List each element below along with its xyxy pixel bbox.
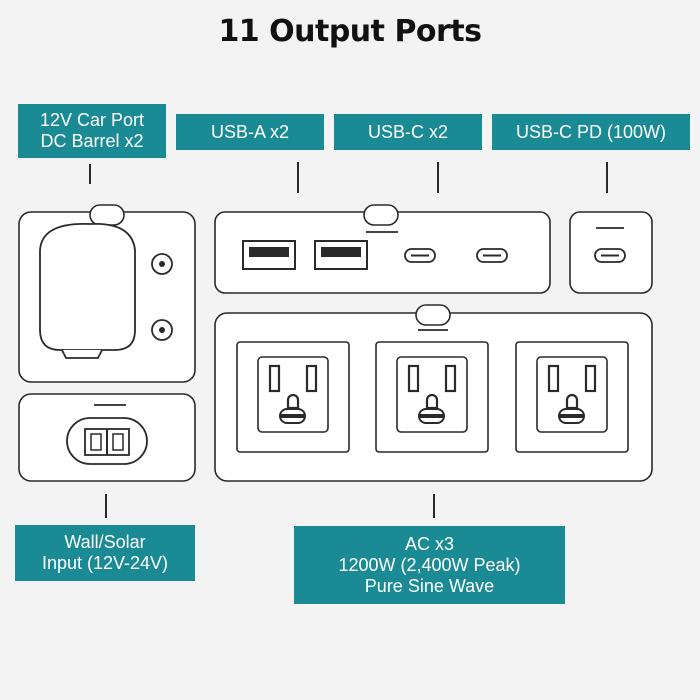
label-wall-solar-line2: Input (12V-24V) xyxy=(41,553,169,573)
label-car-port-line2: DC Barrel x2 xyxy=(40,131,144,151)
label-usb-c: USB-C x2 xyxy=(334,114,482,150)
label-wall-solar: Wall/Solar Input (12V-24V) xyxy=(15,525,195,581)
diagram-title: 11 Output Ports xyxy=(218,14,482,49)
label-usb-a-line1: USB-A x2 xyxy=(210,121,290,142)
label-usb-c-line1: USB-C x2 xyxy=(367,121,448,142)
car-socket-cover-icon xyxy=(39,223,136,359)
usb-panel xyxy=(214,204,551,294)
label-wall-solar-line1: Wall/Solar xyxy=(64,532,146,552)
dc-input-port-icon xyxy=(66,417,148,465)
usb-a-port-icon xyxy=(314,240,368,270)
label-usb-c-pd-line1: USB-C PD (100W) xyxy=(515,121,667,142)
label-ac: AC x3 1200W (2,400W Peak) Pure Sine Wave xyxy=(294,526,565,604)
label-ac-line2: 1200W (2,400W Peak) xyxy=(338,554,521,575)
label-ac-line1: AC x3 xyxy=(404,533,455,554)
ac-outlet-icon xyxy=(235,340,351,454)
usb-c-pd-panel xyxy=(569,211,653,294)
label-ac-line3: Pure Sine Wave xyxy=(364,575,495,596)
ac-outlet-icon xyxy=(374,340,490,454)
connector-lines xyxy=(89,162,608,518)
dc-barrel-port-icon xyxy=(151,319,173,341)
ac-outlet-icon xyxy=(514,340,630,454)
usb-a-port-icon xyxy=(242,240,296,270)
usb-c-port-icon xyxy=(404,248,436,263)
dc-barrel-port-icon xyxy=(151,253,173,275)
input-panel xyxy=(18,393,196,482)
label-usb-a: USB-A x2 xyxy=(176,114,324,150)
usb-c-port-icon xyxy=(594,248,626,263)
label-car-port-line1: 12V Car Port xyxy=(39,110,145,130)
label-usb-c-pd: USB-C PD (100W) xyxy=(492,114,690,150)
car-port-panel xyxy=(18,204,196,383)
usb-c-port-icon xyxy=(476,248,508,263)
label-car-port: 12V Car Port DC Barrel x2 xyxy=(18,104,166,158)
ac-panel xyxy=(214,304,653,482)
